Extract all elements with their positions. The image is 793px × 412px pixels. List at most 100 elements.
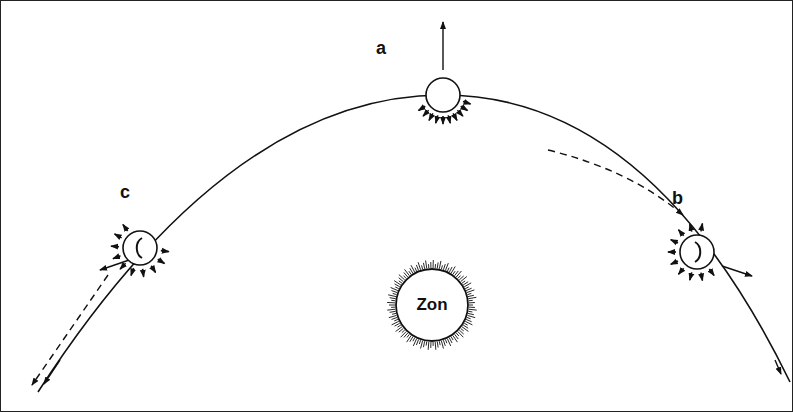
planet-ray	[113, 256, 120, 259]
sun-spike	[447, 268, 449, 272]
sun-spike	[396, 327, 402, 332]
sun-spike	[426, 260, 427, 268]
sun-spike	[467, 290, 475, 293]
sun-spike	[395, 287, 399, 289]
sun-spike	[428, 342, 430, 350]
planet-ray	[161, 251, 169, 252]
planet-ray	[453, 113, 457, 120]
sun-spike	[392, 317, 398, 319]
planet-ray	[671, 261, 678, 264]
sun-spike	[445, 263, 448, 270]
sun-spike	[468, 295, 474, 296]
orbit-arrow	[775, 360, 781, 374]
sun-spike	[461, 277, 467, 282]
sun-spike	[468, 315, 476, 317]
planet-ray	[463, 101, 471, 103]
sun-label: Zon	[416, 295, 447, 315]
position-letter: b	[672, 188, 683, 209]
orbit-arrow	[44, 360, 60, 384]
sun-spike	[422, 265, 423, 269]
planet-ray	[419, 106, 426, 110]
sun-spike	[389, 305, 395, 306]
sun-spike	[435, 264, 436, 268]
sun-spike	[437, 342, 439, 348]
sun-spike	[464, 283, 471, 287]
planet-ray	[158, 259, 165, 263]
sun-spike	[467, 317, 471, 318]
planet-ray	[671, 240, 678, 243]
sun-spike	[433, 342, 434, 346]
sun-spike	[419, 340, 420, 344]
sun-spike	[469, 307, 475, 308]
position-letter: a	[376, 38, 386, 59]
sun-spike	[469, 300, 473, 301]
planet-ray	[123, 225, 128, 231]
orbit-arc	[38, 95, 790, 392]
planet-ray	[679, 268, 684, 274]
sun-spike	[398, 325, 401, 327]
sun-spike	[413, 339, 416, 346]
sun-spike	[428, 264, 429, 268]
sun-corona	[387, 260, 477, 350]
sun-spike	[391, 287, 398, 290]
sun-spike	[466, 288, 472, 290]
sun-spike	[437, 262, 439, 268]
sun-spike	[402, 330, 405, 333]
sun-spike	[430, 262, 431, 268]
sun-spike	[468, 293, 472, 294]
planet-ray	[436, 115, 438, 123]
sun-spike	[423, 263, 424, 269]
sun-spike	[469, 302, 475, 303]
planet-ray	[701, 273, 702, 281]
sun-spike	[387, 309, 395, 311]
sun-spike	[392, 321, 399, 325]
sun-spike	[415, 268, 417, 272]
sun-spike	[469, 305, 473, 306]
position-letter: c	[120, 182, 130, 203]
sun-spike	[468, 311, 472, 313]
sun-spike	[469, 309, 477, 311]
sun-spike	[391, 300, 395, 301]
sun-spike	[405, 269, 410, 275]
sun-spike	[433, 260, 434, 268]
planet-symbol	[668, 224, 714, 281]
planet-symbol	[419, 78, 471, 124]
sun-spike	[418, 262, 420, 270]
sun-spike	[411, 265, 415, 272]
planet-circle	[123, 231, 157, 265]
planet-ray	[709, 269, 714, 275]
planet-ray	[701, 224, 702, 232]
sun-spike	[430, 342, 431, 348]
planet-ray	[429, 113, 433, 120]
sun-spike	[468, 313, 474, 314]
light-arrow	[722, 266, 752, 276]
sun-spike	[410, 268, 413, 273]
sun-spike	[392, 291, 398, 293]
planet-ray	[151, 266, 155, 273]
sun-spike	[413, 338, 415, 342]
sun-spike	[395, 323, 400, 326]
planet-symbol	[111, 225, 169, 277]
sun-spike	[392, 313, 396, 315]
sun-spike	[465, 287, 469, 289]
phase-crescent	[137, 238, 142, 258]
sun-spike	[416, 265, 418, 271]
sun-spike	[441, 341, 443, 349]
sun-spike	[394, 319, 398, 321]
motion-arrow	[32, 275, 108, 385]
sun-spike	[465, 321, 472, 325]
sun-spike	[441, 265, 442, 269]
sun-spike	[399, 275, 405, 280]
motion-arrow	[548, 150, 683, 215]
sun-spike	[462, 281, 465, 283]
sun-spike	[423, 341, 424, 347]
planet-ray	[461, 106, 468, 110]
sun-border	[396, 269, 468, 341]
sun-spike	[458, 276, 461, 279]
sun-spike	[439, 261, 441, 269]
sun-spike	[458, 332, 464, 338]
sun-spike	[453, 336, 458, 343]
planet-ray	[423, 110, 428, 116]
sun-spike	[447, 339, 450, 346]
planet-ray	[679, 230, 684, 236]
